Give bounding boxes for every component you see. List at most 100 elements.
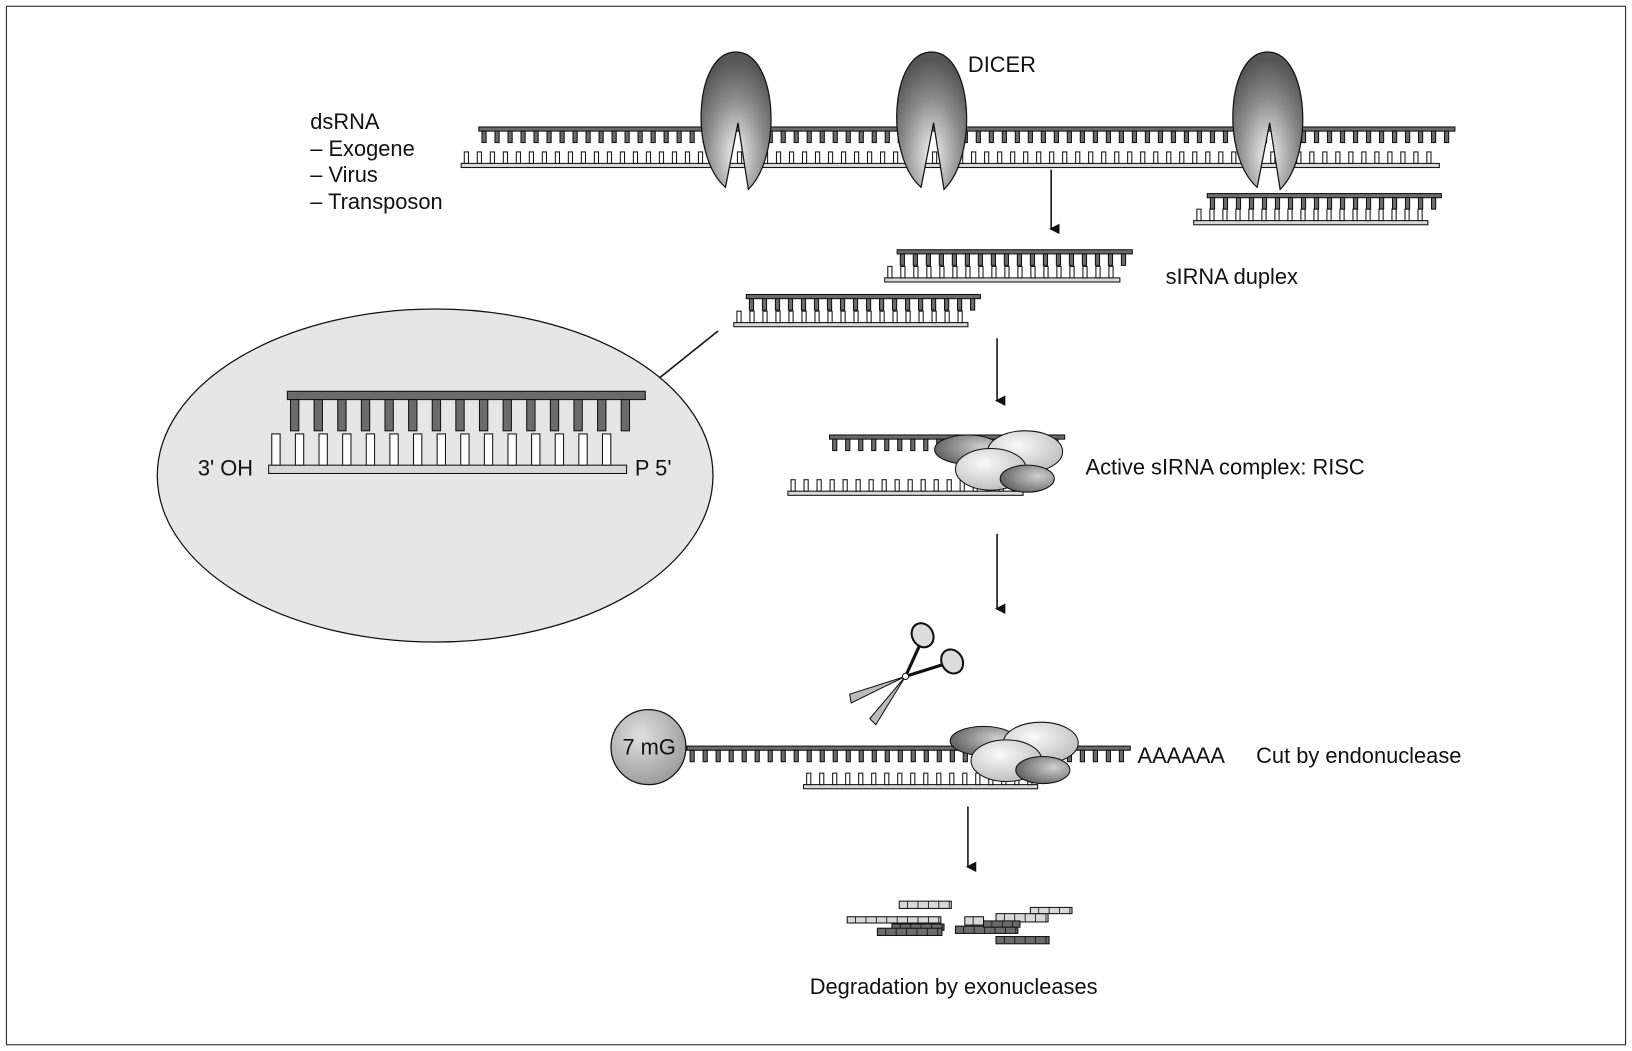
base-tooth <box>1120 253 1127 266</box>
base-tooth <box>957 298 963 311</box>
base-tooth <box>767 749 773 763</box>
base-tooth <box>832 772 838 786</box>
base-tooth <box>1088 151 1094 164</box>
base-tooth <box>294 433 305 466</box>
strand-backbone <box>286 390 646 401</box>
base-tooth <box>1014 130 1020 144</box>
base-tooth <box>975 772 981 786</box>
base-tooth <box>1017 265 1023 279</box>
base-tooth <box>1066 130 1072 144</box>
base-tooth <box>891 298 898 311</box>
base-tooth <box>1092 130 1099 144</box>
base-tooth <box>845 749 851 763</box>
base-tooth <box>515 151 521 164</box>
base-tooth <box>1339 208 1345 222</box>
base-tooth <box>1430 197 1437 210</box>
base-tooth <box>1056 265 1062 279</box>
base-tooth <box>736 151 743 164</box>
base-tooth <box>761 298 768 311</box>
base-tooth <box>1235 197 1242 210</box>
base-tooth <box>887 265 893 279</box>
strand-backbone <box>1206 193 1442 199</box>
base-tooth <box>1430 130 1437 144</box>
base-tooth <box>977 253 984 266</box>
base-tooth <box>489 151 495 164</box>
sirna-duplex-1 <box>884 249 1133 283</box>
base-tooth <box>567 151 574 164</box>
base-tooth <box>801 310 807 324</box>
base-tooth <box>1417 197 1424 210</box>
base-tooth <box>460 433 470 466</box>
base-tooth <box>748 298 755 311</box>
base-tooth <box>910 749 916 763</box>
base-tooth <box>930 298 937 311</box>
base-tooth <box>923 772 929 786</box>
base-tooth <box>494 130 500 144</box>
base-tooth <box>620 399 631 432</box>
base-tooth <box>1209 130 1216 144</box>
base-tooth <box>1101 151 1107 164</box>
base-tooth <box>1114 151 1120 164</box>
base-tooth <box>814 310 820 324</box>
base-tooth <box>762 310 768 324</box>
base-tooth <box>952 265 958 279</box>
source-exogene: – Exogene <box>310 136 414 161</box>
base-tooth <box>793 130 799 144</box>
base-tooth <box>910 772 916 786</box>
base-tooth <box>597 399 607 432</box>
base-tooth <box>871 749 877 763</box>
cut-label: Cut by endonuclease <box>1256 743 1461 768</box>
base-tooth <box>853 310 859 324</box>
base-tooth <box>559 130 565 144</box>
three-prime-label: 3' OH <box>198 456 253 481</box>
rna-fragment <box>1029 906 1073 915</box>
base-tooth <box>788 151 795 164</box>
base-tooth <box>408 399 418 432</box>
base-tooth <box>866 310 872 324</box>
base-tooth <box>832 130 838 144</box>
dicer-enzyme <box>1232 51 1304 191</box>
base-tooth <box>926 265 932 279</box>
base-tooth <box>884 438 890 452</box>
base-tooth <box>871 130 877 144</box>
base-tooth <box>1339 197 1346 210</box>
base-tooth <box>318 433 328 466</box>
base-tooth <box>1326 208 1332 222</box>
base-tooth <box>1205 151 1211 164</box>
base-tooth <box>455 399 465 432</box>
base-tooth <box>827 310 833 324</box>
base-tooth <box>1335 151 1341 164</box>
strand-backbone <box>268 464 628 474</box>
base-tooth <box>787 298 794 311</box>
base-tooth <box>907 479 913 492</box>
base-tooth <box>1068 253 1075 266</box>
base-tooth <box>585 130 591 144</box>
base-tooth <box>1365 208 1371 222</box>
base-tooth <box>1079 130 1085 144</box>
base-tooth <box>1196 130 1203 144</box>
base-tooth <box>1192 151 1198 164</box>
base-tooth <box>1016 253 1023 266</box>
rna-fragment <box>898 900 952 909</box>
base-tooth <box>531 433 541 466</box>
base-tooth <box>970 298 976 311</box>
protein <box>999 464 1055 493</box>
base-tooth <box>1300 197 1307 210</box>
base-tooth <box>897 749 903 763</box>
base-tooth <box>360 399 371 432</box>
base-tooth <box>925 253 931 266</box>
base-tooth <box>541 151 548 164</box>
base-tooth <box>1287 208 1293 222</box>
base-tooth <box>845 130 851 144</box>
base-tooth <box>832 438 838 452</box>
base-tooth <box>1001 130 1007 144</box>
base-tooth <box>1105 749 1112 763</box>
base-tooth <box>611 130 617 144</box>
base-tooth <box>1261 197 1268 210</box>
base-tooth <box>881 479 887 492</box>
base-tooth <box>1391 208 1397 222</box>
antisense-strand <box>733 310 969 328</box>
base-tooth <box>1222 208 1228 222</box>
base-tooth <box>271 433 281 466</box>
base-tooth <box>436 433 446 466</box>
